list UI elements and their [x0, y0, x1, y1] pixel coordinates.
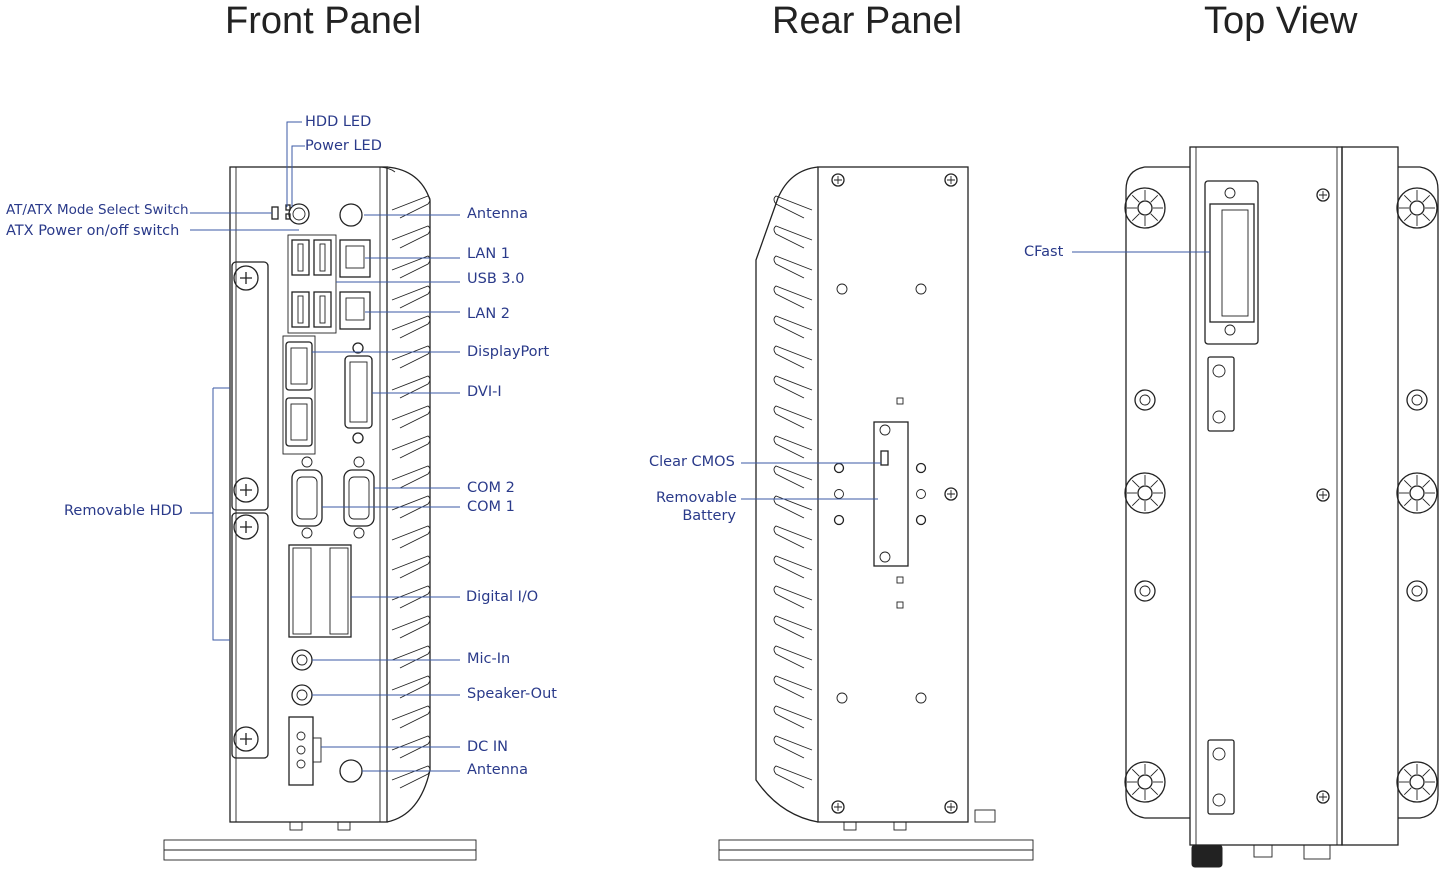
heatsink-fin	[773, 645, 813, 669]
heatsink-fin	[773, 525, 813, 549]
heatsink-fin	[391, 555, 431, 579]
label-speaker-out: Speaker-Out	[467, 686, 557, 702]
label-dc-in: DC IN	[467, 739, 509, 755]
heatsink-fin	[391, 405, 431, 429]
heatsink-fin	[391, 525, 431, 549]
heatsink-fin	[391, 675, 431, 699]
heatsink-fin	[391, 345, 431, 369]
mounting-knob	[1396, 187, 1438, 229]
heatsink-fin	[773, 675, 813, 699]
label-hdd-led: HDD LED	[305, 114, 372, 130]
heatsink-fin	[773, 255, 813, 279]
heatsink-fin	[773, 555, 813, 579]
rear-leader-lines	[741, 462, 881, 500]
heatsink-fin	[391, 765, 431, 789]
heatsink-fin	[391, 195, 431, 219]
heatsink-fin	[773, 285, 813, 309]
rear-panel-title: Rear Panel	[772, 0, 963, 42]
heatsink-fin	[391, 645, 431, 669]
label-power-led: Power LED	[305, 138, 382, 154]
heatsink-fin	[391, 435, 431, 459]
label-com1: COM 1	[467, 499, 515, 515]
mounting-knobs	[1124, 187, 1438, 803]
label-removable-battery-line2: Battery	[682, 508, 736, 524]
heatsink-fin	[773, 585, 813, 609]
heatsink-fin	[391, 615, 431, 639]
label-lan1: LAN 1	[467, 246, 511, 262]
label-clear-cmos: Clear CMOS	[649, 454, 735, 470]
heatsink-fin	[773, 195, 813, 219]
heatsink-fin	[391, 585, 431, 609]
heatsink-fin	[391, 315, 431, 339]
front-heatsink-fins	[391, 195, 431, 789]
label-mic-in: Mic-In	[467, 651, 511, 667]
label-cfast: CFast	[1024, 244, 1064, 260]
top-view-title: Top View	[1204, 0, 1358, 42]
heatsink-fin	[391, 735, 431, 759]
mounting-knob	[1124, 187, 1166, 229]
heatsink-fin	[391, 465, 431, 489]
heatsink-fin	[773, 705, 813, 729]
heatsink-fin	[773, 765, 813, 789]
label-removable-battery-line1: Removable	[656, 490, 737, 506]
rear-panel-drawing	[718, 166, 1034, 861]
heatsink-fin	[391, 495, 431, 519]
heatsink-fin	[773, 465, 813, 489]
mounting-knob	[1396, 761, 1438, 803]
heatsink-fin	[391, 225, 431, 249]
label-digital-io: Digital I/O	[466, 589, 539, 605]
heatsink-fin	[773, 345, 813, 369]
mounting-knob	[1124, 761, 1166, 803]
label-at-atx-switch: AT/ATX Mode Select Switch	[6, 202, 189, 218]
label-antenna-top: Antenna	[467, 206, 528, 222]
label-usb30: USB 3.0	[467, 271, 525, 287]
heatsink-fin	[391, 285, 431, 309]
front-leader-lines	[190, 121, 460, 772]
label-dvi: DVI-I	[467, 384, 502, 400]
heatsink-fin	[773, 435, 813, 459]
mounting-knob	[1124, 472, 1166, 514]
top-view-drawing	[1124, 146, 1439, 868]
heatsink-fin	[773, 615, 813, 639]
heatsink-fin	[773, 375, 813, 399]
heatsink-fin	[391, 705, 431, 729]
heatsink-fin	[773, 735, 813, 759]
label-displayport: DisplayPort	[467, 344, 550, 360]
label-lan2: LAN 2	[467, 306, 511, 322]
heatsink-fin	[391, 255, 431, 279]
heatsink-fin	[773, 225, 813, 249]
rear-heatsink-fins	[773, 195, 813, 789]
label-atx-power-switch: ATX Power on/off switch	[6, 223, 180, 239]
mounting-knob	[1396, 472, 1438, 514]
label-removable-hdd: Removable HDD	[64, 503, 183, 519]
heatsink-fin	[773, 405, 813, 429]
heatsink-fin	[391, 375, 431, 399]
front-panel-title: Front Panel	[225, 0, 422, 42]
label-antenna-bottom: Antenna	[467, 762, 528, 778]
heatsink-fin	[773, 315, 813, 339]
label-com2: COM 2	[467, 480, 515, 496]
